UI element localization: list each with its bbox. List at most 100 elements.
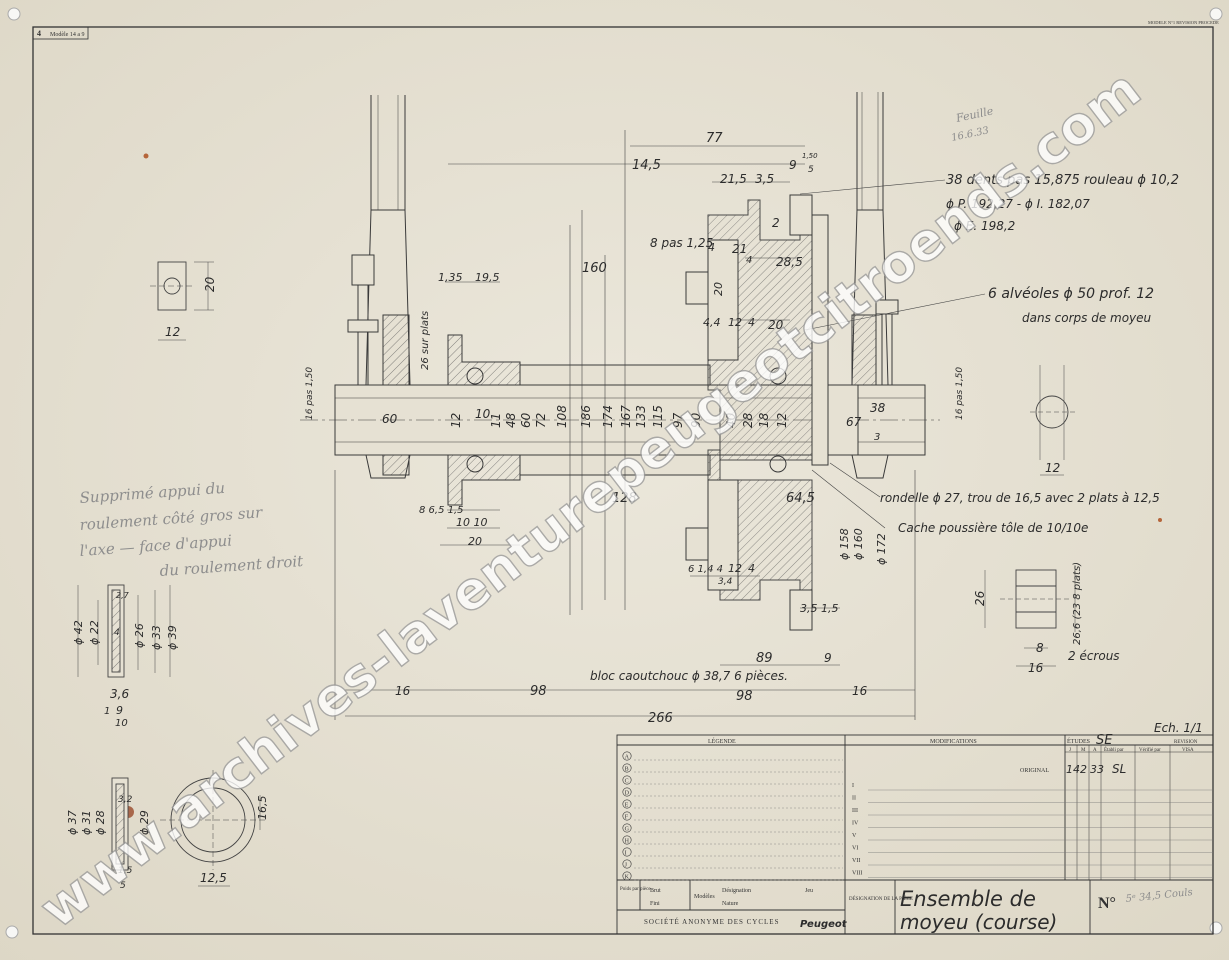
nature-label: Nature — [722, 901, 739, 907]
dim-98-a: 98 — [530, 684, 547, 699]
part-c-d4: 4 — [114, 628, 120, 638]
pin-hole-top-right — [1209, 7, 1223, 21]
title-line-1: Ensemble de — [900, 887, 1036, 911]
revision-label: REVISION — [1174, 740, 1198, 745]
col-etabli: Établi par — [1104, 747, 1124, 753]
note-ecrous: 2 écrous — [1068, 649, 1120, 663]
modeles-label: Modèles — [694, 894, 715, 900]
dim-3: 3 — [874, 432, 880, 443]
col-verifie: Vérifié par — [1139, 748, 1161, 753]
shaft-dim-label: 48 — [504, 412, 518, 428]
shaft-dim-label: 12 — [775, 413, 789, 428]
stain — [1158, 518, 1162, 522]
col-j: J — [1069, 748, 1071, 753]
original-a: 33 — [1090, 763, 1104, 776]
shaft-dim-label: 133 — [634, 405, 648, 428]
dim-26-plats: 26 sur plats — [420, 311, 431, 370]
dim-16-left: 16 — [395, 684, 411, 698]
dim-160: 160 — [582, 261, 607, 276]
dimension-texts: 77 14,5 9 1,50 5 21,5 3,5 2 8 pas 1,25 4… — [305, 131, 965, 726]
part-a-dim-20: 20 — [203, 276, 217, 292]
hub-assembly — [300, 92, 940, 631]
company-name: SOCIÉTÉ ANONYME DES CYCLES — [644, 918, 779, 926]
shaft-dim-label: 12 — [449, 413, 463, 428]
note-teeth-2: ϕ P. 192,27 - ϕ I. 182,07 — [946, 197, 1090, 211]
original-label: ORIGINAL — [1020, 768, 1049, 774]
part-d-d32: 3,2 — [118, 795, 133, 805]
dim-77: 77 — [706, 131, 723, 146]
legend-circle — [622, 799, 632, 809]
modification-roman: VI — [852, 846, 858, 852]
dim-21-5: 21,5 — [720, 172, 747, 186]
note-teeth-1: 38 dents pas 15,875 rouleau ϕ 10,2 — [946, 173, 1179, 188]
shaft-dim-label: 28 — [741, 412, 755, 428]
part-c-d22: ϕ 22 — [88, 620, 101, 645]
legend-circle — [622, 847, 632, 857]
dim-12a: 12 — [728, 316, 742, 329]
legend-circle — [622, 811, 632, 821]
shaft-dim-label: 72 — [534, 413, 548, 428]
part-e-d16: 16 — [1028, 661, 1044, 675]
part-c-d36: 3,6 — [110, 687, 129, 701]
shaft-dim-label: 40 — [724, 412, 738, 428]
part-d — [111, 770, 265, 887]
dim-9: 9 — [789, 158, 797, 172]
sheet-number-box — [32, 26, 89, 40]
dim-266: 266 — [648, 711, 673, 726]
dim-4-4: 4,4 — [703, 316, 721, 329]
note-rondelle: rondelle ϕ 27, trou de 16,5 avec 2 plats… — [880, 491, 1160, 505]
dim-128: 128 — [612, 491, 637, 506]
modification-roman: II — [852, 796, 856, 802]
dim-1-35: 1,35 — [438, 271, 463, 284]
part-c-d33: ϕ 33 — [150, 625, 163, 650]
part-c — [77, 584, 171, 678]
dim-phi160: ϕ 160 — [852, 528, 865, 560]
dim-14-5: 14,5 — [632, 158, 661, 173]
part-d-d31: ϕ 31 — [80, 810, 93, 835]
legend-letter: F — [625, 815, 629, 821]
dimension-lines — [334, 130, 986, 720]
legend-circle — [622, 823, 632, 833]
part-c-d9: 9 — [116, 704, 123, 717]
dim-4d: 4 — [748, 562, 755, 575]
dim-12b: 12 — [728, 562, 742, 575]
legend-circle — [622, 763, 632, 773]
dim-8pas: 8 pas 1,25 — [650, 236, 713, 250]
part-b-dim-12: 12 — [1045, 461, 1060, 475]
part-a — [150, 261, 214, 341]
part-e-d26: 26 — [973, 590, 987, 606]
part-b — [1030, 365, 1075, 476]
dim-4a: 4 — [708, 241, 715, 254]
dim-20a: 20 — [712, 282, 725, 296]
sheet-number: 4 — [37, 29, 41, 38]
legend-circle — [622, 751, 632, 761]
dim-3-5: 3,5 — [755, 172, 774, 186]
legend-circle — [622, 787, 632, 797]
original-j: 14 — [1066, 763, 1080, 776]
number-label: N° — [1098, 895, 1116, 912]
modifications-header: MODIFICATIONS — [930, 739, 977, 745]
modification-roman: I — [852, 783, 854, 789]
designation-piece-label: DÉSIGNATION DE LA PIÈCE — [849, 896, 913, 902]
dim-3-5-1-5: 3,5 1,5 — [800, 602, 838, 615]
col-visa: VISA — [1182, 748, 1194, 753]
dim-3-4: 3,4 — [718, 577, 733, 587]
designation-label: Désignation — [722, 888, 751, 894]
modification-roman: IV — [852, 821, 859, 827]
corner-note: MODELE N°1 REVISION PROCEDE — [1148, 20, 1219, 25]
part-d-d28: ϕ 28 — [94, 810, 107, 835]
col-a: A — [1093, 748, 1097, 753]
legend-circle — [622, 859, 632, 869]
stain — [143, 153, 149, 159]
part-e — [984, 565, 1076, 667]
model-label: Modèle 14 a 9 — [50, 32, 85, 38]
note-alveoles-2: dans corps de moyeu — [1022, 311, 1152, 325]
part-c-d42: ϕ 42 — [72, 620, 85, 645]
part-d-d29: ϕ 29 — [138, 810, 151, 835]
note-cache: Cache poussière tôle de 10/10e — [898, 521, 1088, 535]
etudes-code: SE — [1096, 733, 1113, 748]
dim-60: 60 — [382, 412, 398, 426]
dim-phi172: ϕ 172 — [875, 533, 888, 565]
